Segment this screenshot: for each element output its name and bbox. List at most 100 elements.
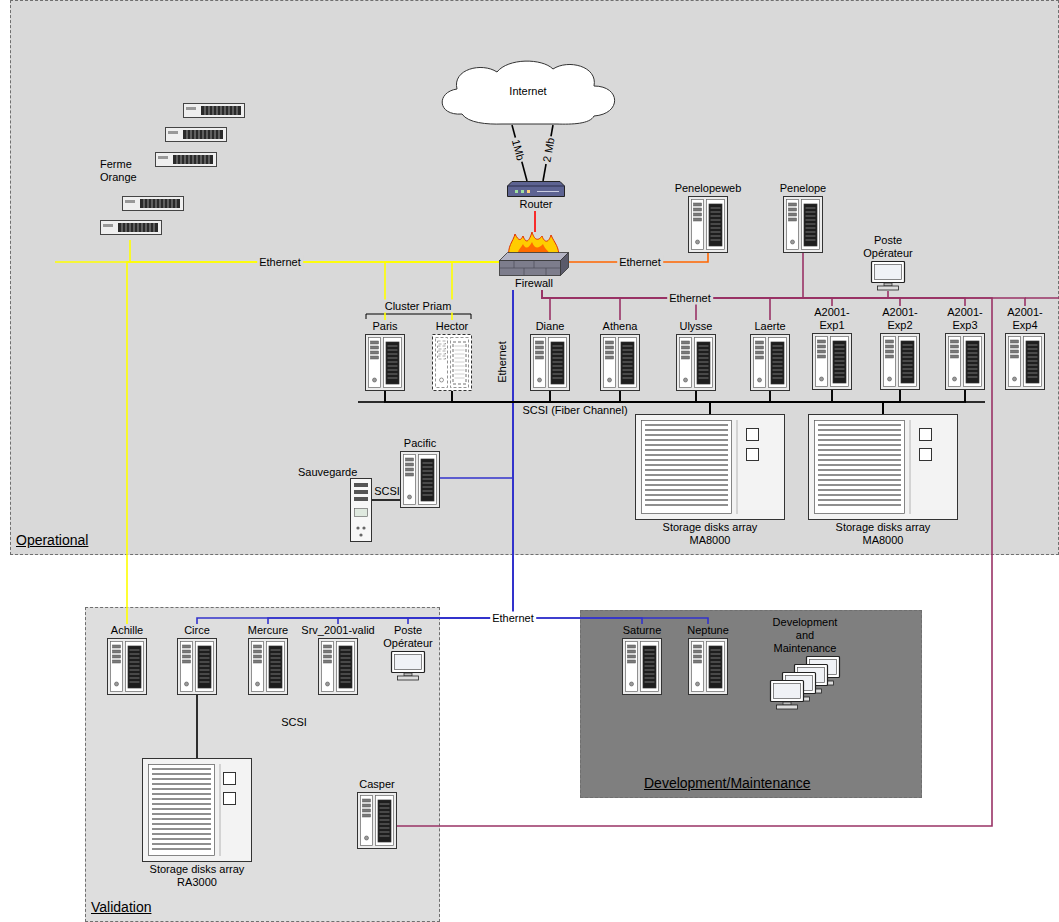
icon-part [438, 346, 446, 349]
icon-part [158, 156, 168, 159]
icon-part [833, 341, 846, 383]
icon-part [1006, 334, 1045, 390]
server-icon [750, 334, 790, 391]
icon-part [534, 338, 546, 388]
label-anchor: Ethernet [490, 612, 536, 625]
icon-part [711, 670, 721, 671]
network-link [452, 391, 883, 414]
icon-part [337, 642, 355, 692]
network-link [710, 390, 965, 414]
icon-part [621, 342, 634, 384]
icon-part [920, 429, 932, 441]
icon-part [886, 340, 894, 343]
icon-part [500, 261, 561, 276]
icon-part [1028, 369, 1038, 370]
icon-part [1028, 373, 1038, 374]
icon-part [388, 354, 398, 355]
icon-part [229, 106, 230, 115]
icon-part [968, 345, 978, 346]
icon-part [645, 682, 655, 683]
icon-part [789, 203, 797, 206]
network-link [542, 290, 770, 320]
server-node: Achille [107, 624, 147, 695]
icon-part [185, 155, 186, 164]
zone-panel: OperationalInternetRouterFirewallFerme O… [10, 0, 1059, 555]
icon-part [341, 674, 351, 675]
icon-part [113, 655, 121, 658]
node-label: Development and Maintenance [768, 616, 842, 655]
server-node: Penelopeweb [675, 182, 742, 253]
label-anchor: Ethernet [496, 339, 509, 385]
server-node: Paris [365, 320, 405, 391]
icon-part [818, 479, 901, 481]
icon-part [699, 362, 709, 363]
icon-part [773, 370, 783, 371]
icon-part [628, 660, 636, 663]
icon-part [901, 341, 914, 383]
icon-part [693, 203, 701, 206]
icon-part [168, 199, 169, 208]
icon-part [324, 655, 332, 658]
icon-part [166, 128, 227, 142]
icon-part [968, 357, 978, 358]
icon-part [680, 338, 692, 388]
icon-part [818, 459, 901, 461]
icon-part [758, 378, 762, 382]
network-link [542, 290, 900, 306]
icon-part [693, 218, 701, 221]
icon-part [130, 670, 140, 671]
icon-part [645, 678, 655, 679]
icon-part [423, 463, 433, 464]
icon-part [968, 353, 978, 354]
storage-array: Storage disks array RA3000 [141, 758, 253, 889]
icon-part [951, 340, 959, 343]
icon-part [166, 128, 227, 142]
icon-part [693, 213, 701, 216]
network-link [832, 390, 883, 414]
icon-part [237, 106, 238, 115]
server-icon [945, 333, 985, 390]
icon-part [537, 191, 559, 192]
icon-part [903, 365, 913, 366]
icon-part [271, 666, 281, 667]
firewall-node: Firewall [499, 232, 569, 290]
icon-part [694, 655, 702, 658]
zone-heading: Validation [91, 899, 151, 916]
icon-part [140, 199, 180, 208]
icon-part [267, 642, 285, 692]
icon-part [835, 373, 845, 374]
network-link [542, 290, 832, 306]
icon-part [710, 216, 720, 217]
icon-part [688, 197, 727, 253]
icon-part [395, 655, 422, 670]
icon-part [423, 491, 433, 492]
icon-part [818, 449, 901, 451]
node-label: Penelope [780, 182, 827, 195]
icon-part [645, 444, 728, 446]
icon-part [455, 366, 465, 367]
icon-part [160, 199, 161, 208]
icon-part [201, 106, 241, 115]
backup-unit: Sauvegarde [298, 462, 372, 542]
label-anchor: Ethernet [617, 256, 663, 269]
icon-part [203, 130, 204, 139]
icon-part [711, 658, 721, 659]
node-label: Internet [509, 85, 546, 98]
icon-part [903, 373, 913, 374]
network-link [770, 391, 883, 414]
router-icon [507, 181, 565, 197]
server-icon [880, 333, 920, 390]
icon-part [818, 444, 901, 446]
icon-part [699, 374, 709, 375]
icon-part [196, 642, 214, 692]
icon-part [361, 796, 373, 846]
server-icon [1005, 333, 1045, 390]
icon-part [695, 240, 699, 244]
icon-part [440, 378, 444, 382]
icon-part [271, 678, 281, 679]
icon-part [380, 824, 390, 825]
icon-part [711, 654, 721, 655]
icon-part [156, 199, 157, 208]
network-link [883, 390, 965, 414]
